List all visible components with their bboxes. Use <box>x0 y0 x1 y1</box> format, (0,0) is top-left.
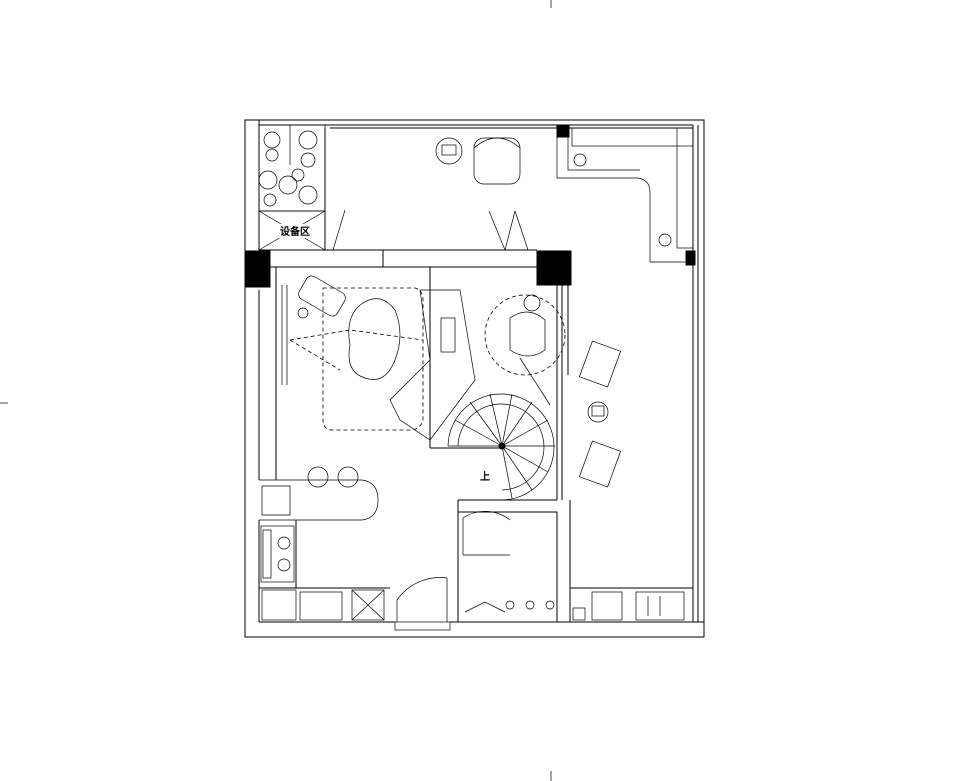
spiral-staircase: 上 <box>447 393 555 501</box>
utility-fixtures <box>572 591 685 621</box>
dining-sets <box>578 340 622 488</box>
plant-bed <box>258 124 326 212</box>
bedroom <box>462 511 555 613</box>
lounge-chaise <box>389 289 566 441</box>
kitchen <box>260 525 385 621</box>
bar-counter <box>259 466 379 521</box>
balcony-furniture <box>435 137 521 185</box>
equipment-area: 设备区 <box>258 210 326 251</box>
living-area <box>281 275 424 431</box>
stair-up-label: 上 <box>480 470 490 483</box>
balcony-doors <box>332 209 529 251</box>
equipment-area-label: 设备区 <box>280 225 310 238</box>
corner-planter <box>556 127 694 263</box>
crop-marks <box>0 0 552 781</box>
interior-walls <box>259 128 693 623</box>
entrance-door <box>394 577 451 631</box>
structural-columns <box>244 124 696 288</box>
